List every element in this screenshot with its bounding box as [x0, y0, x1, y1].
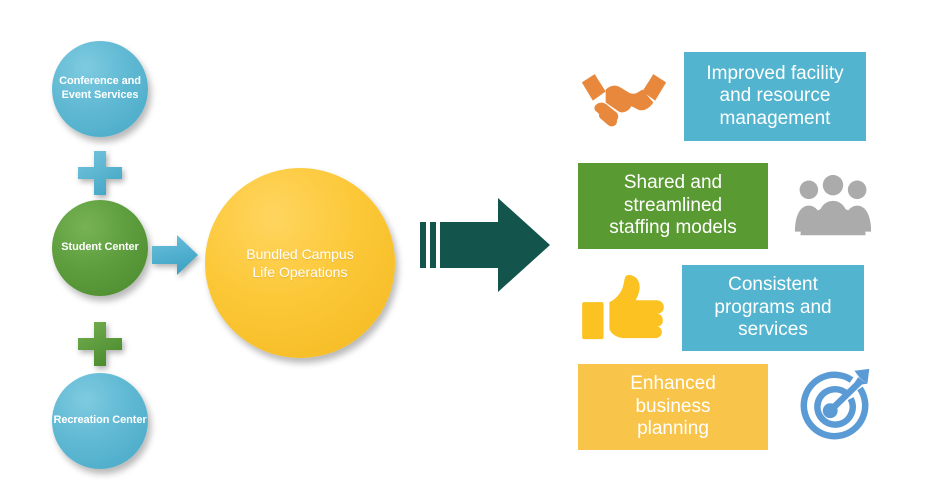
center-circle-line-1: Bundled Campus [246, 245, 354, 262]
input-circle-recreation-center[interactable]: Recreation Center [52, 373, 148, 469]
plus-icon-green [78, 322, 122, 366]
center-circle-bundled-campus-life-operations[interactable]: Bundled Campus Life Operations [205, 168, 395, 358]
benefit-row-improved-facility[interactable]: Improved facility and resource managemen… [578, 52, 866, 141]
benefit-panel-shared-staffing: Shared and streamlined staffing models [578, 163, 768, 249]
center-circle-line-2: Life Operations [252, 264, 348, 280]
handshake-icon [578, 62, 670, 132]
plus-icon-blue [78, 151, 122, 195]
benefit-line-2: business [635, 395, 711, 417]
small-arrow-right-icon [152, 234, 198, 276]
benefit-line-1: Enhanced [630, 373, 716, 395]
benefit-panel-improved-facility: Improved facility and resource managemen… [684, 52, 866, 141]
benefit-line-3: staffing models [609, 217, 737, 239]
benefit-line-2: programs and [714, 296, 832, 318]
input-circle-label: Recreation Center [53, 414, 147, 427]
benefit-panel-consistent-programs: Consistent programs and services [682, 265, 864, 351]
benefit-line-3: management [719, 107, 831, 129]
benefit-line-3: services [738, 319, 808, 341]
benefit-line-1: Improved facility [706, 62, 844, 84]
input-circle-conference-and-event-services[interactable]: Conference and Event Services [52, 41, 148, 137]
thumbs-up-icon [578, 272, 668, 344]
benefit-row-consistent-programs[interactable]: Consistent programs and services [578, 265, 864, 351]
benefit-line-2: and resource [719, 85, 831, 107]
benefit-row-shared-staffing[interactable]: Shared and streamlined staffing models [578, 163, 876, 249]
benefit-line-1: Shared and [623, 172, 723, 194]
people-group-icon [790, 171, 876, 241]
benefit-line-3: planning [637, 418, 709, 440]
benefit-line-2: streamlined [623, 194, 723, 216]
benefit-panel-enhanced-business-planning: Enhanced business planning [578, 364, 768, 450]
benefit-row-enhanced-business-planning[interactable]: Enhanced business planning [578, 364, 876, 450]
input-circle-label: Conference and Event Services [59, 75, 141, 101]
big-arrow-right-icon [420, 196, 550, 294]
benefit-line-1: Consistent [728, 274, 818, 296]
input-circle-label: Student Center [61, 241, 139, 254]
input-circle-student-center[interactable]: Student Center [52, 200, 148, 296]
target-dartboard-icon [790, 367, 876, 447]
